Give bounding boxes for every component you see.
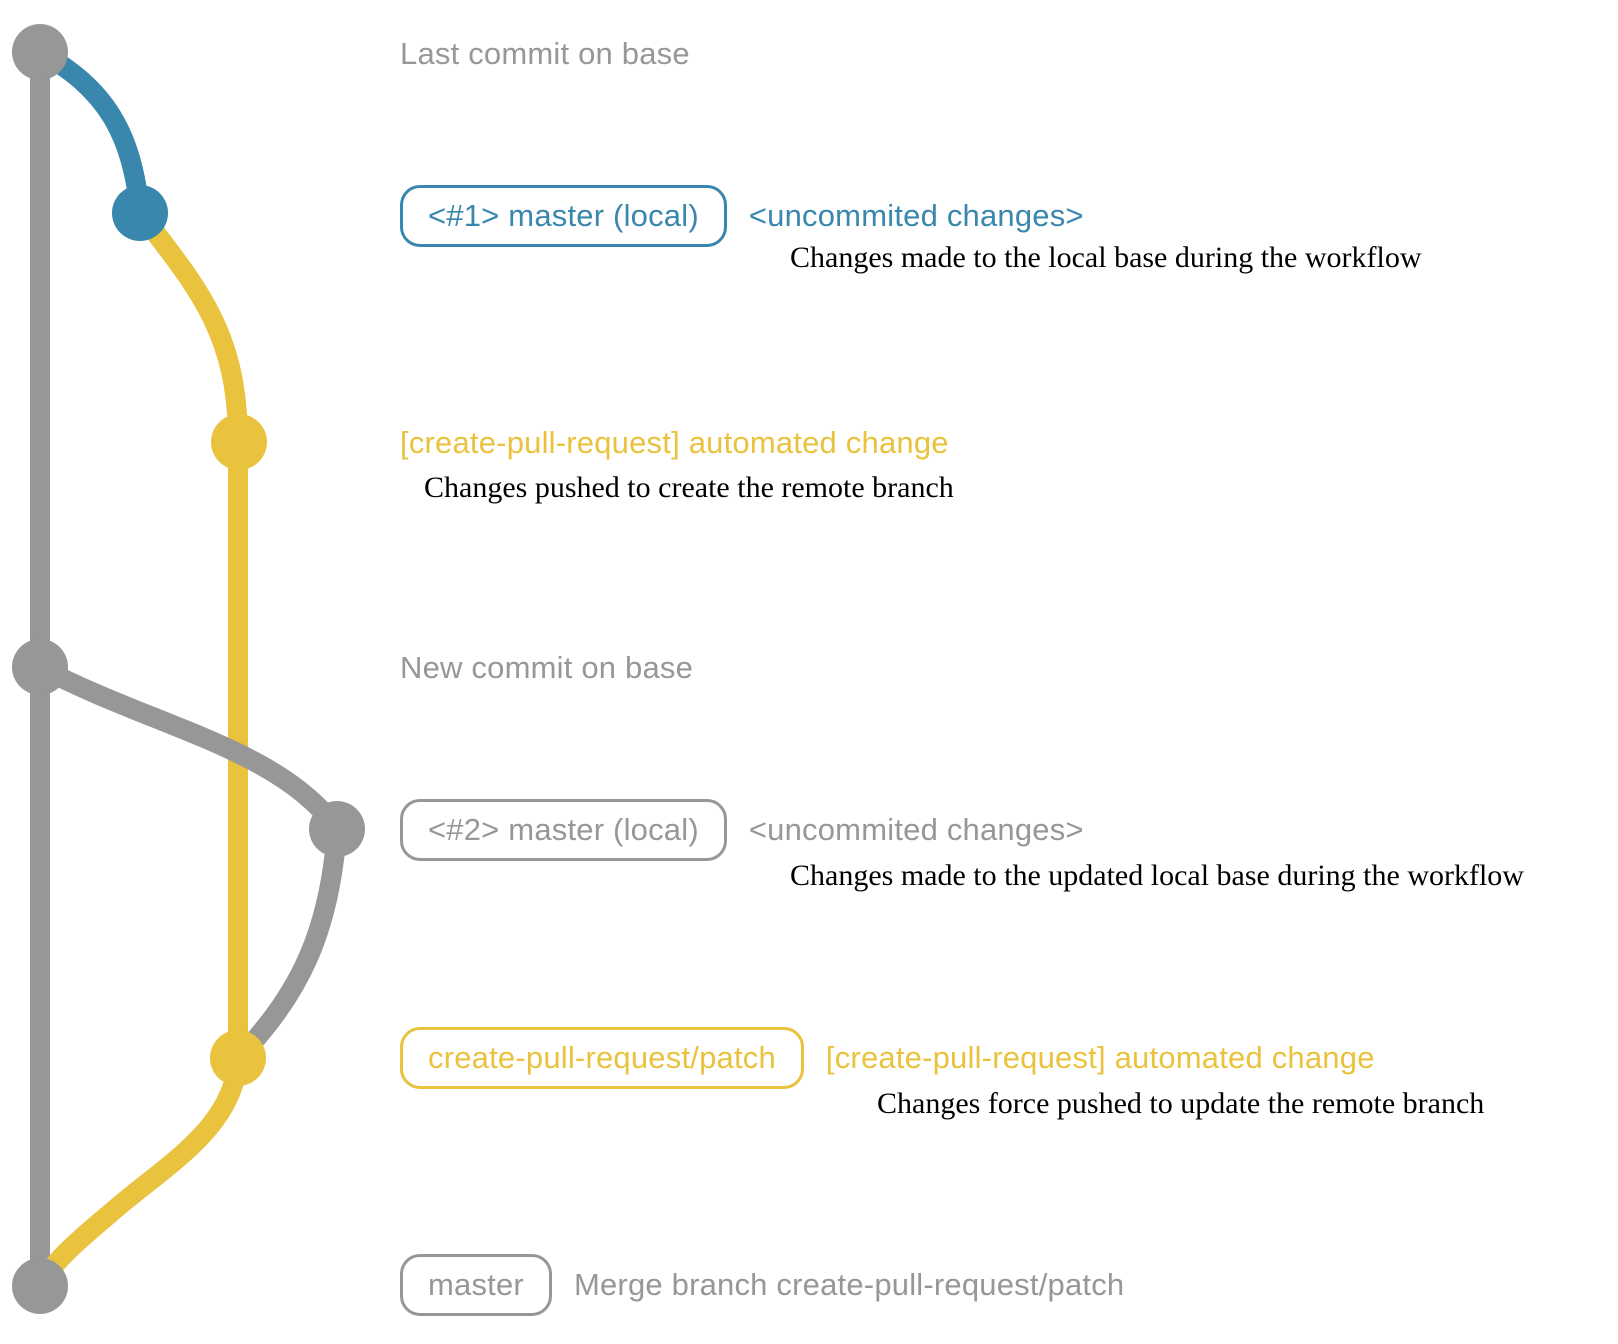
commit-dot-master-merge-commit (12, 1258, 68, 1314)
annotation-patch1: [create-pull-request] automated change (400, 425, 949, 461)
commit-message-uncommited-2: <uncommited changes> (748, 812, 1084, 847)
branch-badge-master: master (400, 1254, 552, 1316)
commit-desc-uncommited-2: Changes made to the updated local base d… (790, 859, 1524, 892)
annotation-new-commit: New commit on base (400, 650, 693, 686)
commit-message-uncommited-1: <uncommited changes> (748, 198, 1084, 233)
annotation-last-commit: Last commit on base (400, 36, 690, 72)
commit-message-automated-2: [create-pull-request] automated change (825, 1040, 1375, 1075)
branch-patch-merge-curve (30, 1048, 248, 1296)
branch-badge-master-local-2: <#2> master (local) (400, 799, 727, 861)
commit-dot-patch-automated-change-2 (210, 1030, 266, 1086)
annotation-merge: master Merge branch create-pull-request/… (400, 1254, 1124, 1316)
branch-local1-curve (30, 42, 150, 223)
branch-patch-curve-out (130, 203, 248, 1068)
branch-badge-create-pull-request-patch: create-pull-request/patch (400, 1027, 804, 1089)
commit-message-merge: Merge branch create-pull-request/patch (573, 1267, 1125, 1302)
commit-dot-local-uncommited-1 (112, 185, 168, 241)
commit-dot-base-last-commit (12, 24, 68, 80)
new-commit-label: New commit on base (400, 650, 694, 685)
annotation-local2: <#2> master (local) <uncommited changes> (400, 799, 1084, 861)
commit-desc-automated-1: Changes pushed to create the remote bran… (424, 471, 954, 504)
annotation-local1: <#1> master (local) <uncommited changes> (400, 185, 1084, 247)
commit-desc-uncommited-1: Changes made to the local base during th… (790, 241, 1422, 274)
branch-local2-curve-in (228, 819, 347, 1068)
commit-dots (12, 24, 365, 1314)
commit-dot-patch-automated-change-1 (211, 414, 267, 470)
last-commit-label: Last commit on base (400, 36, 690, 71)
branch-badge-master-local-1: <#1> master (local) (400, 185, 727, 247)
commit-message-automated-1: [create-pull-request] automated change (400, 425, 949, 460)
annotation-patch2: create-pull-request/patch [create-pull-r… (400, 1027, 1375, 1089)
commit-desc-automated-2: Changes force pushed to update the remot… (877, 1087, 1485, 1120)
commit-dot-local-uncommited-2 (309, 801, 365, 857)
commit-dot-base-new-commit (12, 639, 68, 695)
branch-local2-curve-out (30, 657, 347, 839)
